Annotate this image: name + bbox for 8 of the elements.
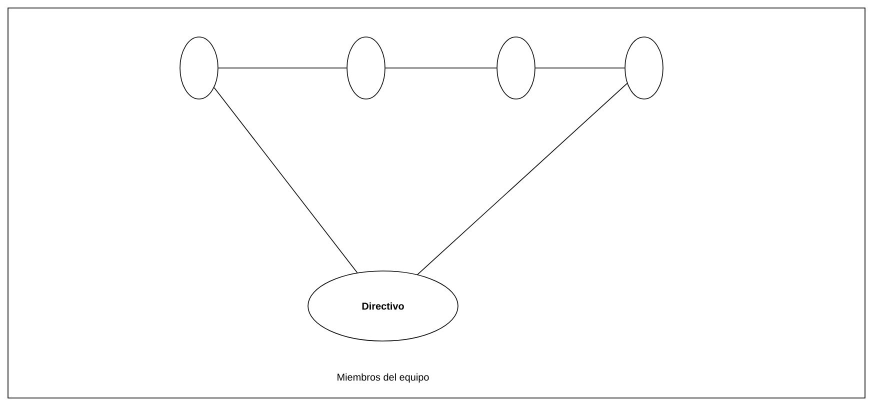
caption: Miembros del equipo: [338, 373, 429, 383]
connector-line: [417, 83, 628, 275]
ellipse-node: [346, 36, 386, 100]
ellipse-node: [496, 36, 536, 100]
ellipse-node: [624, 36, 664, 100]
connector-line: [214, 87, 358, 274]
ellipse-node: Directivo: [308, 270, 458, 342]
ellipse-node: [180, 36, 218, 100]
